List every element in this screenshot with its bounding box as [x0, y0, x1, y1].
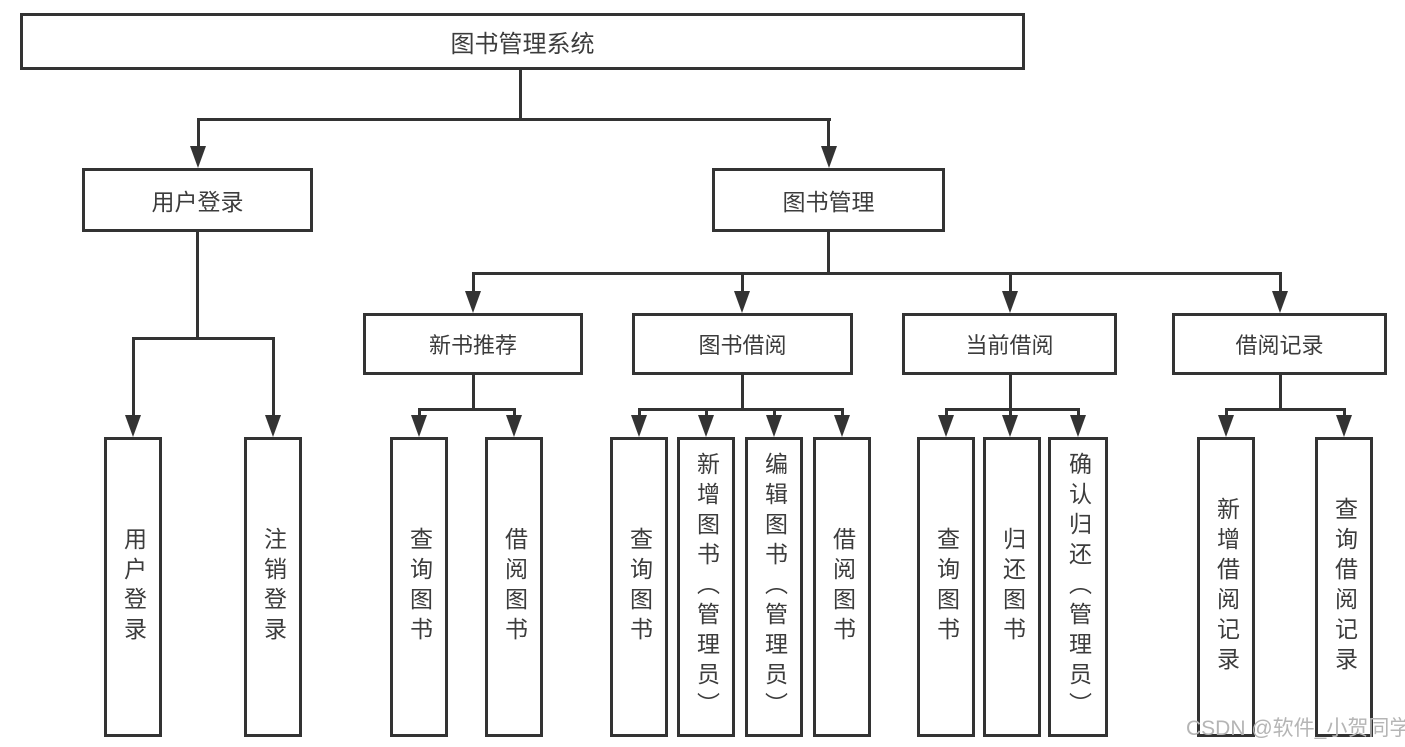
node-book-borrow: 图书借阅: [632, 313, 853, 375]
node-book-management: 图书管理: [712, 168, 945, 232]
arrow-down-icon: [938, 415, 954, 437]
arrow-down-icon: [1272, 291, 1288, 313]
leaf-confirm-return-admin-label: 确认归还（管理员）: [1065, 452, 1092, 722]
connector-bookmgmt-rail: [472, 272, 1281, 275]
node-new-book-recommend: 新书推荐: [363, 313, 583, 375]
leaf-current-query-books-label: 查询图书: [933, 527, 960, 647]
arrow-down-icon: [1002, 291, 1018, 313]
connector-recommend-stem: [472, 375, 475, 408]
leaf-recommend-borrow-books-label: 借阅图书: [501, 527, 528, 647]
leaf-borrow-query-books-label: 查询图书: [626, 527, 653, 647]
connector-borrow-rail: [638, 408, 844, 411]
node-borrow-records-label: 借阅记录: [1235, 333, 1324, 358]
leaf-return-books-label: 归还图书: [999, 527, 1026, 647]
leaf-current-query-books: 查询图书: [917, 437, 975, 737]
node-user-login-label: 用户登录: [151, 189, 244, 215]
arrow-down-icon: [834, 415, 850, 437]
connector-borrow-drop: [705, 408, 708, 417]
arrow-down-icon: [698, 415, 714, 437]
connector-current-drop: [1077, 408, 1080, 417]
arrow-down-icon: [125, 415, 141, 437]
node-book-borrow-label: 图书借阅: [698, 333, 787, 358]
connector-recommend-rail: [418, 408, 516, 411]
leaf-recommend-query-books: 查询图书: [390, 437, 448, 737]
connector-borrow-drop: [638, 408, 641, 417]
arrow-down-icon: [821, 146, 837, 168]
leaf-user-login: 用户登录: [104, 437, 162, 737]
node-user-login: 用户登录: [82, 168, 313, 232]
arrow-down-icon: [1070, 415, 1086, 437]
connector-bookmgmt-drop: [472, 272, 475, 293]
leaf-edit-books-admin-label: 编辑图书（管理员）: [761, 452, 788, 722]
leaf-add-books-admin-label: 新增图书（管理员）: [693, 452, 720, 722]
connector-records-rail: [1225, 408, 1346, 411]
leaf-logout: 注销登录: [244, 437, 302, 737]
connector-bookmgmt-drop: [741, 272, 744, 293]
leaf-return-books: 归还图书: [983, 437, 1041, 737]
connector-records-drop: [1343, 408, 1346, 417]
connector-records-stem: [1279, 375, 1282, 408]
connector-current-drop: [945, 408, 948, 417]
leaf-logout-label: 注销登录: [260, 527, 287, 647]
leaf-recommend-query-books-label: 查询图书: [406, 527, 433, 647]
connector-bookmgmt-drop: [1279, 272, 1282, 293]
connector-userlogin-stem: [196, 232, 199, 337]
connector-root-right-drop: [827, 118, 830, 148]
leaf-borrow-books: 借阅图书: [813, 437, 871, 737]
csdn-watermark: CSDN @软件_小贺同学: [1186, 717, 1405, 740]
connector-borrow-drop: [773, 408, 776, 417]
leaf-add-borrow-record: 新增借阅记录: [1197, 437, 1255, 737]
node-borrow-records: 借阅记录: [1172, 313, 1387, 375]
arrow-down-icon: [411, 415, 427, 437]
node-current-borrow-label: 当前借阅: [965, 333, 1054, 358]
arrow-down-icon: [190, 146, 206, 168]
node-book-management-label: 图书管理: [782, 189, 875, 215]
connector-bookmgmt-stem: [827, 232, 830, 272]
node-root: 图书管理系统: [20, 13, 1025, 70]
arrow-down-icon: [766, 415, 782, 437]
leaf-recommend-borrow-books: 借阅图书: [485, 437, 543, 737]
node-current-borrow: 当前借阅: [902, 313, 1117, 375]
arrow-down-icon: [1002, 415, 1018, 437]
connector-root-stem: [519, 70, 522, 118]
leaf-borrow-query-books: 查询图书: [610, 437, 668, 737]
connector-current-drop: [1009, 408, 1012, 417]
node-root-label: 图书管理系统: [450, 31, 595, 58]
connector-root-left-drop: [197, 118, 200, 148]
leaf-add-borrow-record-label: 新增借阅记录: [1213, 497, 1240, 677]
arrow-down-icon: [1336, 415, 1352, 437]
connector-userlogin-drop: [132, 337, 135, 417]
leaf-query-borrow-record: 查询借阅记录: [1315, 437, 1373, 737]
leaf-query-borrow-record-label: 查询借阅记录: [1331, 497, 1358, 677]
arrow-down-icon: [265, 415, 281, 437]
connector-userlogin-rail: [132, 337, 274, 340]
leaf-add-books-admin: 新增图书（管理员）: [677, 437, 735, 737]
leaf-borrow-books-label: 借阅图书: [829, 527, 856, 647]
arrow-down-icon: [734, 291, 750, 313]
connector-borrow-stem: [741, 375, 744, 408]
connector-current-rail: [945, 408, 1079, 411]
leaf-user-login-label: 用户登录: [120, 527, 147, 647]
arrow-down-icon: [506, 415, 522, 437]
arrow-down-icon: [631, 415, 647, 437]
connector-current-stem: [1009, 375, 1012, 408]
node-new-book-recommend-label: 新书推荐: [428, 333, 517, 358]
leaf-confirm-return-admin: 确认归还（管理员）: [1048, 437, 1108, 737]
connector-bookmgmt-drop: [1009, 272, 1012, 293]
connector-root-rail: [197, 118, 831, 121]
connector-borrow-drop: [841, 408, 844, 417]
arrow-down-icon: [465, 291, 481, 313]
connector-recommend-drop: [418, 408, 421, 417]
connector-records-drop: [1225, 408, 1228, 417]
arrow-down-icon: [1218, 415, 1234, 437]
connector-userlogin-drop: [272, 337, 275, 417]
connector-recommend-drop: [513, 408, 516, 417]
leaf-edit-books-admin: 编辑图书（管理员）: [745, 437, 803, 737]
